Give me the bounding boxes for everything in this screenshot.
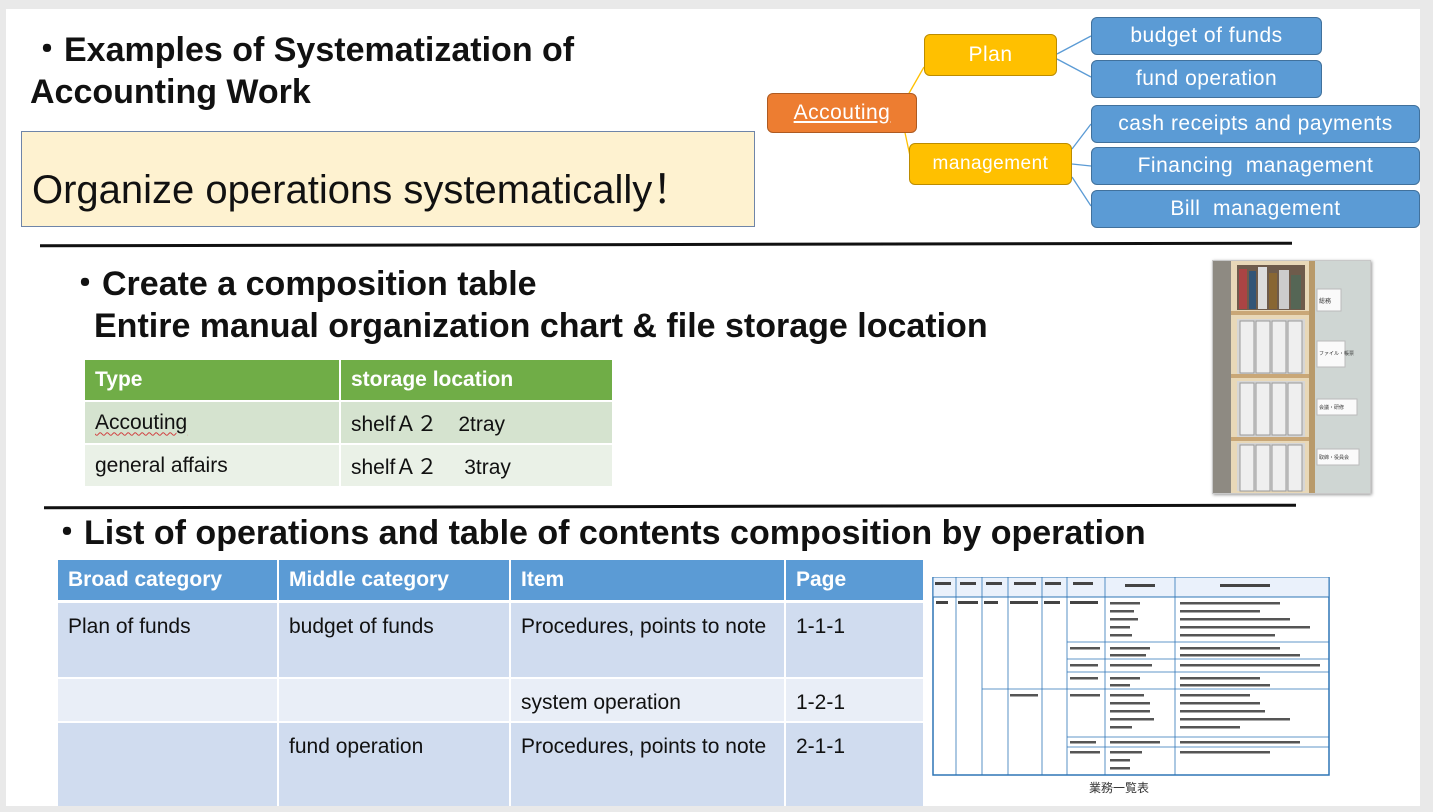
section3-text: List of operations and table of contents…: [84, 514, 1146, 552]
photo-label: 取締・役員会: [1319, 454, 1349, 461]
title-line-1: Examples of Systematization of: [64, 31, 575, 69]
table-cell: general affairs: [85, 445, 341, 488]
mindmap-leaf-label: budget of funds: [1130, 24, 1283, 47]
table-cell: budget of funds: [279, 603, 511, 679]
table-cell: Procedures, points to note: [511, 723, 786, 806]
slide: ・Examples of Systematization of Accounti…: [6, 9, 1420, 806]
operations-list-thumbnail: [930, 576, 1330, 795]
mindmap-root-node: Accouting: [767, 93, 917, 133]
table-cell: [58, 679, 279, 723]
table-row: fund operation Procedures, points to not…: [58, 723, 925, 806]
mindmap-branch-plan-label: Plan: [968, 43, 1013, 66]
table-row: general affairs shelfＡ２ 3tray: [85, 445, 614, 488]
table-row: Plan of funds budget of funds Procedures…: [58, 603, 925, 679]
shelf-photo: 総務 ファイル・帳票 会議・研修 取締・役員会: [1212, 260, 1371, 494]
table-header-row: Type storage location: [85, 360, 614, 402]
callout-box: Organize operations systematically！: [21, 131, 755, 227]
mindmap-leaf-fund-operation: fund operation: [1091, 60, 1322, 98]
table-cell: shelfＡ２ 2tray: [341, 402, 614, 445]
mindmap-leaf-label: cash receipts and payments: [1118, 112, 1393, 135]
photo-label: 総務: [1319, 297, 1331, 305]
section2-line-2: Entire manual organization chart & file …: [94, 307, 988, 345]
table-cell: system operation: [511, 679, 786, 723]
title-bullet: ・: [30, 31, 64, 69]
table-cell: 1-1-1: [786, 603, 925, 679]
mindmap-leaf-cash-receipts: cash receipts and payments: [1091, 105, 1420, 143]
column-header-page: Page: [786, 560, 925, 603]
mindmap-branch-management: management: [909, 143, 1072, 185]
column-header-middle-category: Middle category: [279, 560, 511, 603]
table-cell: shelfＡ２ 3tray: [341, 445, 614, 488]
table-cell: Accouting: [85, 402, 341, 445]
table-cell: fund operation: [279, 723, 511, 806]
section2-bullet: ・: [68, 265, 102, 303]
photo-label: ファイル・帳票: [1319, 350, 1354, 357]
table-cell: 2-1-1: [786, 723, 925, 806]
mindmap-leaf-financing-management: Financing management: [1091, 147, 1420, 185]
section-operations-heading: ・List of operations and table of content…: [50, 512, 1146, 554]
column-header-storage-location: storage location: [341, 360, 614, 402]
thumbnail-caption: 業務一覧表: [1089, 781, 1150, 795]
mindmap-root-label: Accouting: [793, 101, 891, 124]
photo-label: 会議・研修: [1319, 404, 1344, 411]
table-cell: Plan of funds: [58, 603, 279, 679]
column-header-item: Item: [511, 560, 786, 603]
divider-line: [43, 503, 1297, 510]
mindmap-branch-plan: Plan: [924, 34, 1057, 76]
column-header-broad-category: Broad category: [58, 560, 279, 603]
mindmap-leaf-label: Bill management: [1170, 197, 1341, 220]
table-cell: [279, 679, 511, 723]
table-header-row: Broad category Middle category Item Page: [58, 560, 925, 603]
thumbnail-table-graphic: [932, 576, 1330, 776]
cell-text: Accouting: [95, 410, 188, 434]
table-cell: Procedures, points to note: [511, 603, 786, 679]
section-composition-heading: ・Create a composition table Entire manua…: [68, 263, 988, 347]
mindmap-leaf-bill-management: Bill management: [1091, 190, 1420, 228]
storage-location-table: Type storage location Accouting shelfＡ２ …: [85, 360, 614, 488]
table-cell: [58, 723, 279, 806]
section2-line-1: Create a composition table: [102, 265, 537, 303]
mindmap-branch-management-label: management: [932, 153, 1049, 174]
mindmap-leaf-label: fund operation: [1135, 67, 1278, 90]
table-row: Accouting shelfＡ２ 2tray: [85, 402, 614, 445]
shelf-photo-illustration: 総務 ファイル・帳票 会議・研修 取締・役員会: [1213, 261, 1370, 493]
table-row: system operation 1-2-1: [58, 679, 925, 723]
slide-title: ・Examples of Systematization of Accounti…: [30, 29, 574, 113]
callout-text: Organize operations systematically！: [32, 168, 693, 212]
section3-bullet: ・: [50, 514, 84, 552]
title-line-2: Accounting Work: [30, 73, 311, 111]
operations-table: Broad category Middle category Item Page…: [58, 560, 925, 806]
mindmap-leaf-budget-of-funds: budget of funds: [1091, 17, 1322, 55]
table-cell: 1-2-1: [786, 679, 925, 723]
column-header-type: Type: [85, 360, 341, 402]
mindmap-leaf-label: Financing management: [1137, 154, 1374, 177]
